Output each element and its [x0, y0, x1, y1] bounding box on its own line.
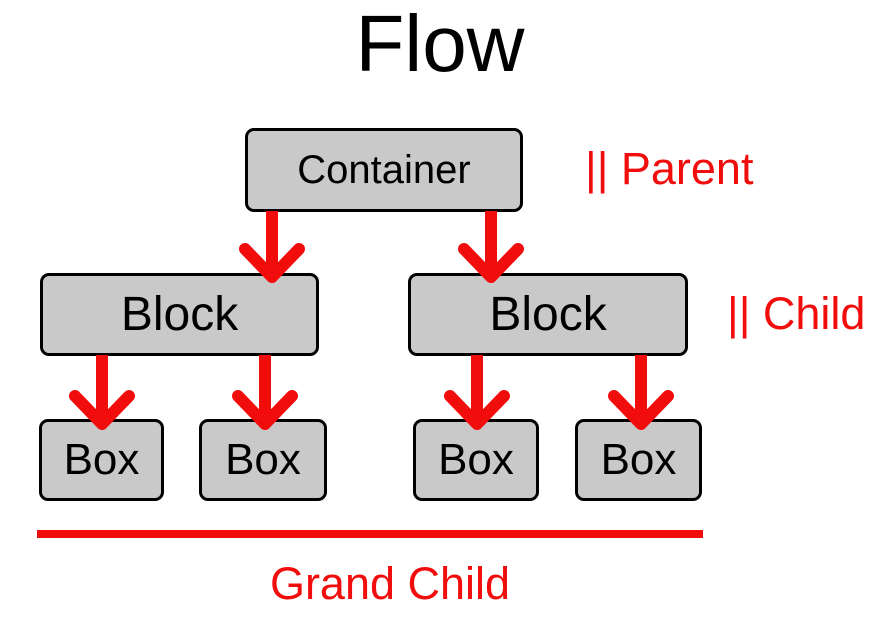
node-box-2: Box — [199, 419, 327, 501]
node-box-3: Box — [413, 419, 539, 501]
arrow-block-left-to-box-1 — [69, 355, 135, 430]
node-box-1: Box — [39, 419, 164, 501]
node-box-4: Box — [575, 419, 702, 501]
node-box-1-label: Box — [63, 435, 140, 484]
arrow-block-right-to-box-3 — [444, 355, 510, 430]
diagram-title: Flow — [355, 0, 525, 88]
node-block-left-label: Block — [120, 288, 239, 341]
node-box-2-label: Box — [225, 435, 301, 484]
node-container: Container — [245, 128, 523, 212]
node-box-3-label: Box — [438, 435, 514, 484]
node-container-label: Container — [297, 147, 471, 192]
node-block-left: Block — [40, 273, 319, 356]
node-block-right-label: Block — [489, 288, 607, 341]
annotation-grandchild: Grand Child — [269, 558, 511, 609]
arrow-container-to-block-left — [239, 211, 305, 283]
arrow-block-right-to-box-4 — [608, 355, 674, 430]
node-block-right: Block — [408, 273, 688, 356]
arrow-container-to-block-right — [458, 211, 524, 283]
annotation-parent: || Parent — [585, 143, 754, 194]
node-box-4-label: Box — [600, 435, 677, 484]
grandchild-underline — [37, 530, 703, 538]
annotation-child: || Child — [727, 288, 866, 339]
arrow-block-left-to-box-2 — [232, 355, 298, 430]
